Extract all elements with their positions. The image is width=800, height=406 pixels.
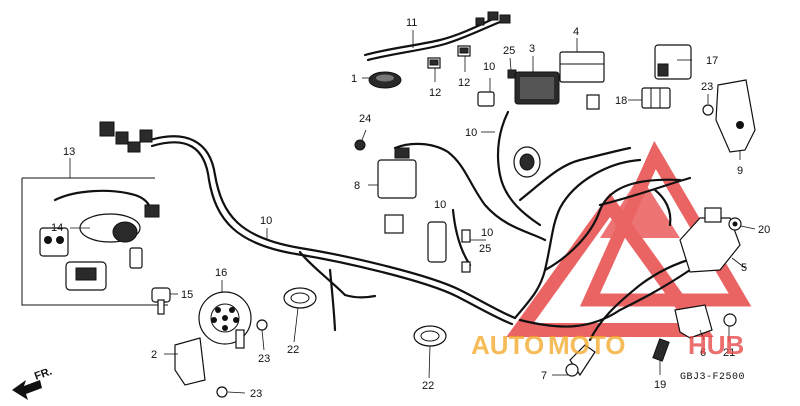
part-battery [514,71,560,105]
callout-10-e: 10 [481,227,493,239]
callout-9: 9 [737,165,743,177]
part-nut-20 [728,217,742,231]
part-connector-bundle [99,121,153,153]
callout-10-a: 10 [465,127,477,139]
callout-2: 2 [151,349,157,361]
part-boot [513,146,541,178]
part-regulator-8 [377,147,417,199]
part-bolt-19 [652,338,670,362]
callout-15: 15 [181,289,193,301]
part-horn-bracket-2 [174,337,206,386]
callout-13: 13 [63,146,75,158]
callout-1: 1 [351,73,357,85]
callout-10-d: 10 [434,199,446,211]
callout-17: 17 [706,55,718,67]
callout-3: 3 [529,43,535,55]
part-bolt-24 [354,139,366,151]
part-bolt-23-mid [256,319,268,331]
part-ignition-coil-5 [679,207,741,273]
leader-lines [69,30,756,394]
callout-22-b: 22 [422,380,434,392]
part-rubber-grommet [368,71,402,89]
ignition-switch-group-box [21,177,168,306]
part-cover-17 [654,44,692,80]
part-ignition-switch [53,189,160,269]
diagram-code: GBJ3-F2500 [680,372,745,383]
callout-11: 11 [406,17,417,29]
callout-23-a: 23 [701,81,713,93]
callout-23-b: 23 [258,353,270,365]
callout-18: 18 [615,95,627,107]
callout-24: 24 [359,113,371,125]
part-small-clip-a [427,57,441,69]
part-switch-base [39,227,107,291]
part-small-clip-b [457,45,471,57]
callout-22-a: 22 [287,344,299,356]
callout-10-b: 10 [483,61,495,73]
part-bolt-23-top [702,104,714,116]
callout-labels: 1 2 3 4 5 6 7 8 9 10 10 10 10 10 11 12 1… [51,17,770,400]
callout-10-c: 10 [260,215,272,227]
callout-6: 6 [700,347,706,359]
part-nut-21 [723,313,737,327]
part-connector-lower [384,214,404,234]
part-clamp-22b [413,325,447,347]
callout-21: 21 [723,347,735,359]
watermark-logo-text: AUTO MOTO HUB [471,330,744,360]
watermark-auto: AUTO [471,330,544,360]
part-bracket-9 [715,79,756,153]
callout-14: 14 [51,222,63,234]
part-horn-16 [198,291,252,349]
part-bolt-23-low [216,386,228,398]
callout-12-a: 12 [429,87,441,99]
part-spark-cap-7 [565,344,596,377]
watermark-hub: HUB [688,330,744,360]
callout-7: 7 [541,370,547,382]
part-fuse-block [477,91,495,107]
part-relay-4 [559,51,605,110]
watermark-moto: MOTO [548,330,626,360]
callout-25-a: 25 [503,45,515,57]
callout-16: 16 [215,267,227,279]
part-key-15 [151,287,171,315]
callout-20: 20 [758,224,770,236]
callout-8: 8 [354,180,360,192]
callout-23-c: 23 [250,388,262,400]
part-clamp-22a [283,287,317,309]
callout-12-b: 12 [458,77,470,89]
part-fuse-holder [427,221,471,273]
part-bracket-6 [674,304,713,339]
main-wire-harness [148,110,697,342]
callout-25-b: 25 [479,243,491,255]
sub-harness [363,11,511,62]
direction-label: FR. [33,365,54,382]
part-connector-18 [641,87,671,109]
callout-4: 4 [573,26,579,38]
front-direction-arrow: FR. [12,365,54,400]
callout-5: 5 [741,262,747,274]
callout-19: 19 [654,379,666,391]
